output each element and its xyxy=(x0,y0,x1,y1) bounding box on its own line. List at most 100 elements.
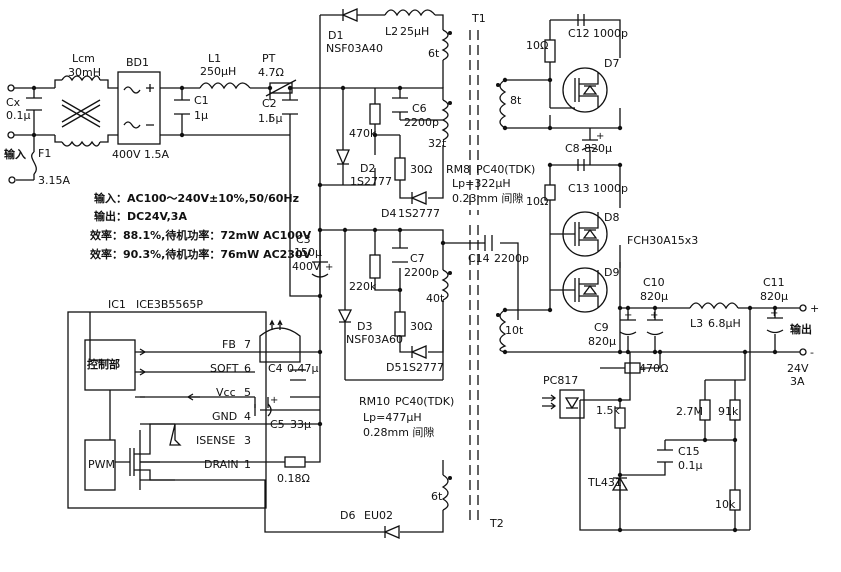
ic1-pins: FB 7 SOFT 6 Vcc 5 GND 4 ISENSE 3 DRAIN 1 xyxy=(196,338,251,471)
mosfet-d9 xyxy=(550,267,608,313)
pin-isense-num: 3 xyxy=(244,434,251,447)
capacitor-c13 xyxy=(577,159,585,171)
t1-turns-40t: 40t xyxy=(426,292,445,305)
t2-ref: T2 xyxy=(489,517,504,530)
cx-value: 0.1μ xyxy=(6,109,31,122)
d5-value: 1S2777 xyxy=(402,361,444,374)
cx-ref: Cx xyxy=(6,96,21,109)
f1-ref: F1 xyxy=(38,147,51,160)
fch-label: FCH30A15x3 xyxy=(627,234,698,247)
optocoupler-pc817-rx xyxy=(542,389,585,419)
inductor-l1 xyxy=(199,82,251,90)
r470-label: 470Ω xyxy=(639,362,668,375)
t1-gap: 0.23mm 间隙 xyxy=(452,191,523,205)
capacitor-c2 xyxy=(282,99,298,115)
c1-ref: C1 xyxy=(194,94,209,107)
pin-soft-num: 6 xyxy=(244,362,251,375)
thermistor-pt xyxy=(265,79,297,97)
c10-value: 820μ xyxy=(640,290,668,303)
capacitor-c15 xyxy=(657,449,673,463)
common-mode-choke xyxy=(61,75,101,147)
r30b-label: 30Ω xyxy=(410,320,432,333)
diode-d1 xyxy=(341,8,358,22)
t1-winding-32t xyxy=(441,99,452,141)
pin-fb-num: 7 xyxy=(244,338,251,351)
c2-value: 1.5μ xyxy=(258,112,283,125)
c15-value: 0.1μ xyxy=(678,459,703,472)
capacitor-c1 xyxy=(174,99,190,115)
tl431-regulator xyxy=(611,476,629,500)
ic1-pwm: PWM xyxy=(88,458,115,471)
c10-ref: C10 xyxy=(643,276,665,289)
pin-drain-name: DRAIN xyxy=(204,458,239,471)
output-current: 3A xyxy=(790,375,805,388)
f1-value: 3.15A xyxy=(38,174,70,187)
c4-ref: C4 xyxy=(268,362,283,375)
capacitor-cx xyxy=(26,97,42,111)
mosfet-d7 xyxy=(550,67,608,113)
c7-value: 2200p xyxy=(404,266,439,279)
t1-turns-6t: 6t xyxy=(428,47,440,60)
resistor-91k xyxy=(729,399,741,421)
svg-text:+: + xyxy=(624,310,632,321)
t2-lp: Lp=477μH xyxy=(363,411,422,424)
capacitor-c3: + xyxy=(311,261,333,278)
svg-text:+: + xyxy=(770,308,778,319)
spec-output: 输出：DC24V,3A xyxy=(94,209,187,223)
svg-text:+: + xyxy=(270,395,278,406)
r10k-label: 10k xyxy=(715,498,736,511)
l3-ref: L3 xyxy=(690,317,703,330)
capacitor-c10: + xyxy=(646,310,664,336)
diode-d6 xyxy=(383,525,400,539)
diode-d5 xyxy=(410,345,427,359)
c12-value: 1000p xyxy=(593,27,628,40)
input-terminals xyxy=(7,84,16,184)
pin-gnd-name: GND xyxy=(212,410,237,423)
t1-winding-6t xyxy=(441,29,452,61)
t1-turns-32t: 32t xyxy=(428,137,447,150)
capacitor-c14 xyxy=(484,235,493,251)
resistor-30a xyxy=(394,157,406,181)
c3-ref: C3 xyxy=(296,233,311,246)
resistor-470k xyxy=(369,103,381,125)
lcm-ref: Lcm xyxy=(72,52,95,65)
c3-voltage: 400V xyxy=(292,260,321,273)
t1-turns-8t: 8t xyxy=(510,94,522,107)
d6-value: EU02 xyxy=(364,509,393,522)
c6-ref: C6 xyxy=(412,102,427,115)
t2-turns-6t: 6t xyxy=(431,490,443,503)
c11-value: 820μ xyxy=(760,290,788,303)
bridge-rectifier xyxy=(117,71,161,145)
t1-winding-8t xyxy=(496,79,507,129)
resistor-220k xyxy=(369,254,381,279)
fuse-f1 xyxy=(31,151,37,175)
d4-value: 1S2777 xyxy=(398,207,440,220)
l1-ref: L1 xyxy=(208,52,221,65)
c5-value: 33μ xyxy=(290,418,311,431)
spec-eff-100v: 效率：88.1%,待机功率：72mW AC100V xyxy=(90,228,312,242)
t1-core-ref: RM8 xyxy=(446,163,470,176)
resistor-470 xyxy=(624,362,641,374)
pin-isense-name: ISENSE xyxy=(196,434,235,447)
d2-ref: D2 xyxy=(360,162,375,175)
diode-d3 xyxy=(337,309,353,324)
lcm-value: 30mH xyxy=(68,66,101,79)
c14-value: 2200p xyxy=(494,252,529,265)
r30a-label: 30Ω xyxy=(410,163,432,176)
c9-ref: C9 xyxy=(594,321,609,334)
t2-winding-10t xyxy=(496,309,507,353)
specs-block: 输入：AC100～240V±10%,50/60Hz 输出：DC24V,3A 效率… xyxy=(90,191,312,261)
d6-ref: D6 xyxy=(340,509,355,522)
diode-d2 xyxy=(336,149,350,166)
t1-core xyxy=(469,30,479,215)
t1-core-material: PC40(TDK) xyxy=(476,163,535,176)
r10b-label: 10Ω xyxy=(526,195,548,208)
c12-ref: C12 xyxy=(568,27,590,40)
pt-value: 4.7Ω xyxy=(258,66,284,79)
ic1-block xyxy=(67,311,267,509)
resistor-1-5k xyxy=(614,407,626,429)
c5-ref: C5 xyxy=(270,418,285,431)
l3-value: 6.8μH xyxy=(708,317,741,330)
ic1-controller: 控制部 xyxy=(87,357,120,371)
c8-ref: C8 xyxy=(565,142,580,155)
